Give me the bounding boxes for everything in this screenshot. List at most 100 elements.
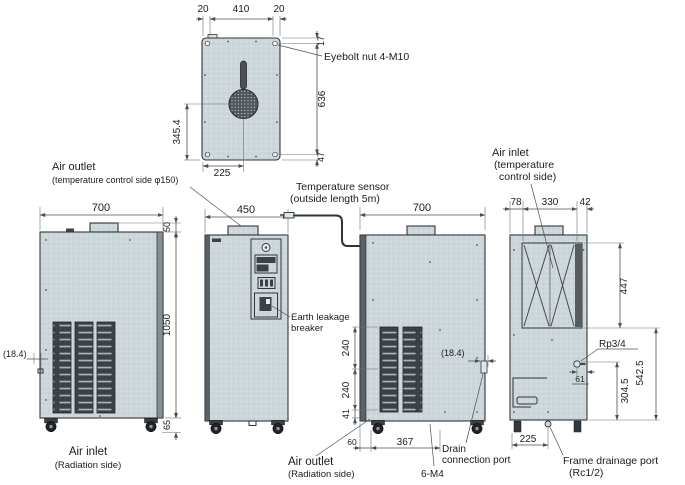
svg-text:240: 240 — [341, 339, 352, 356]
louver-column — [402, 326, 423, 413]
right-screws — [513, 249, 585, 413]
svg-text:connection port: connection port — [442, 455, 511, 466]
svg-text:700: 700 — [413, 202, 431, 214]
svg-text:225: 225 — [520, 434, 537, 445]
caster-icon — [144, 417, 158, 433]
svg-text:breaker: breaker — [291, 323, 323, 334]
eyebolt-nut-icon — [204, 151, 211, 158]
dim-right-top: 78 330 42 — [503, 197, 594, 241]
front-edge-strip — [156, 231, 164, 419]
drain-port — [480, 360, 488, 374]
front-latch — [66, 228, 74, 232]
svg-text:(18.4): (18.4) — [441, 348, 465, 358]
side-duct — [227, 225, 259, 236]
svg-text:6-M4: 6-M4 — [421, 469, 444, 480]
rear-view: 700 240 240 41 (18.4) — [288, 202, 511, 480]
air-outlet-duct-circle — [228, 89, 259, 119]
caster-icon — [44, 417, 58, 433]
dim-plan-width: 20 410 20 — [196, 4, 287, 36]
svg-text:41: 41 — [341, 409, 351, 419]
svg-text:330: 330 — [542, 197, 559, 208]
svg-text:20: 20 — [273, 4, 285, 15]
svg-text:Frame drainage port: Frame drainage port — [563, 455, 658, 467]
svg-text:(outside length 5m): (outside length 5m) — [290, 193, 380, 205]
eyebolt-nut-icon — [272, 40, 278, 47]
svg-text:42: 42 — [579, 197, 591, 208]
drain-label: Drain connection port — [442, 373, 511, 466]
earth-leakage-breaker — [254, 292, 278, 318]
rear-duct — [406, 225, 436, 236]
svg-text:61: 61 — [575, 374, 585, 384]
front-view: 700 (18.4) 50 1050 65 Air inlet (Ra — [3, 202, 181, 471]
louver-column — [52, 321, 72, 414]
svg-text:Eyebolt nut 4-M10: Eyebolt nut 4-M10 — [324, 51, 409, 63]
frame-drainage-label: Frame drainage port (Rc1/2) — [549, 426, 658, 479]
plan-view: 20 410 20 17 636 47 345.4 — [172, 4, 409, 179]
earth-leakage-label: Earth leakage breaker — [271, 305, 350, 334]
eyebolt-nut-icon — [272, 151, 278, 158]
front-caption: Air inlet — [69, 446, 108, 458]
svg-text:(18.4): (18.4) — [3, 349, 27, 359]
dim-front-heights: 50 1050 65 — [118, 216, 181, 440]
svg-text:447: 447 — [619, 277, 630, 294]
svg-text:(temperature: (temperature — [494, 159, 554, 171]
dim-rear-bottom: 60 367 — [347, 423, 441, 452]
svg-text:450: 450 — [237, 204, 255, 216]
dim-outlet-y: 345.4 — [172, 103, 230, 161]
caster-icon — [209, 419, 223, 435]
svg-text:Earth leakage: Earth leakage — [291, 312, 350, 323]
foot — [573, 420, 582, 433]
air-inlet-temp-label: Air inlet (temperature control side) — [492, 147, 556, 269]
frame-drainage-port-icon — [544, 420, 552, 428]
svg-text:17: 17 — [316, 36, 326, 46]
svg-text:20: 20 — [197, 4, 209, 15]
svg-text:542.5: 542.5 — [635, 360, 646, 385]
dim-front-width: 700 — [39, 202, 164, 230]
louver-column — [379, 326, 399, 413]
dim-outlet-x: 225 — [202, 119, 244, 179]
svg-text:78: 78 — [510, 197, 522, 208]
dim-rear-offset: (18.4) — [441, 348, 496, 367]
caster-icon — [371, 419, 385, 435]
svg-text:Air outlet: Air outlet — [52, 161, 95, 173]
breaker-block — [254, 254, 278, 274]
screw-label: 6-M4 — [421, 423, 444, 480]
terminal-block — [257, 277, 276, 289]
front-caption-sub: (Radiation side) — [55, 460, 122, 471]
svg-text:345.4: 345.4 — [172, 119, 183, 144]
foot — [513, 420, 522, 433]
svg-text:Rp3/4: Rp3/4 — [599, 339, 626, 350]
front-duct — [89, 222, 119, 233]
svg-text:control side): control side) — [499, 171, 556, 183]
side-edge-strip — [204, 234, 210, 422]
svg-text:225: 225 — [214, 168, 231, 179]
svg-text:700: 700 — [92, 202, 110, 214]
rear-screws — [372, 242, 478, 413]
dim-port-x: 61 — [569, 368, 595, 385]
eyebolt-nut-icon — [204, 40, 211, 47]
svg-text:240: 240 — [341, 381, 352, 398]
control-view: 450 Earth leakage breaker — [204, 204, 350, 435]
rp-port-icon — [573, 360, 581, 368]
rear-body — [359, 234, 486, 422]
svg-text:636: 636 — [317, 90, 328, 107]
svg-text:410: 410 — [233, 4, 250, 15]
right-side-view: 78 330 42 Air inlet (temperature control… — [492, 147, 660, 479]
caster-icon — [470, 419, 484, 435]
svg-text:65: 65 — [162, 420, 172, 430]
rear-edge-strip — [359, 234, 367, 422]
plan-screws — [204, 40, 278, 158]
svg-text:304.5: 304.5 — [620, 378, 631, 403]
svg-text:Temperature sensor: Temperature sensor — [296, 181, 390, 193]
svg-text:(Radiation side): (Radiation side) — [288, 469, 355, 480]
inlet-grille — [521, 242, 583, 329]
rp-port-label: Rp3/4 — [580, 339, 638, 362]
svg-text:Air inlet: Air inlet — [492, 147, 529, 159]
svg-text:47: 47 — [316, 152, 326, 162]
air-outlet-temp-label: Air outlet (temperature control side φ15… — [52, 161, 242, 227]
louver-column — [96, 321, 116, 414]
air-outlet-rad-label: Air outlet (Radiation side) — [288, 418, 371, 480]
svg-text:60: 60 — [347, 437, 357, 447]
